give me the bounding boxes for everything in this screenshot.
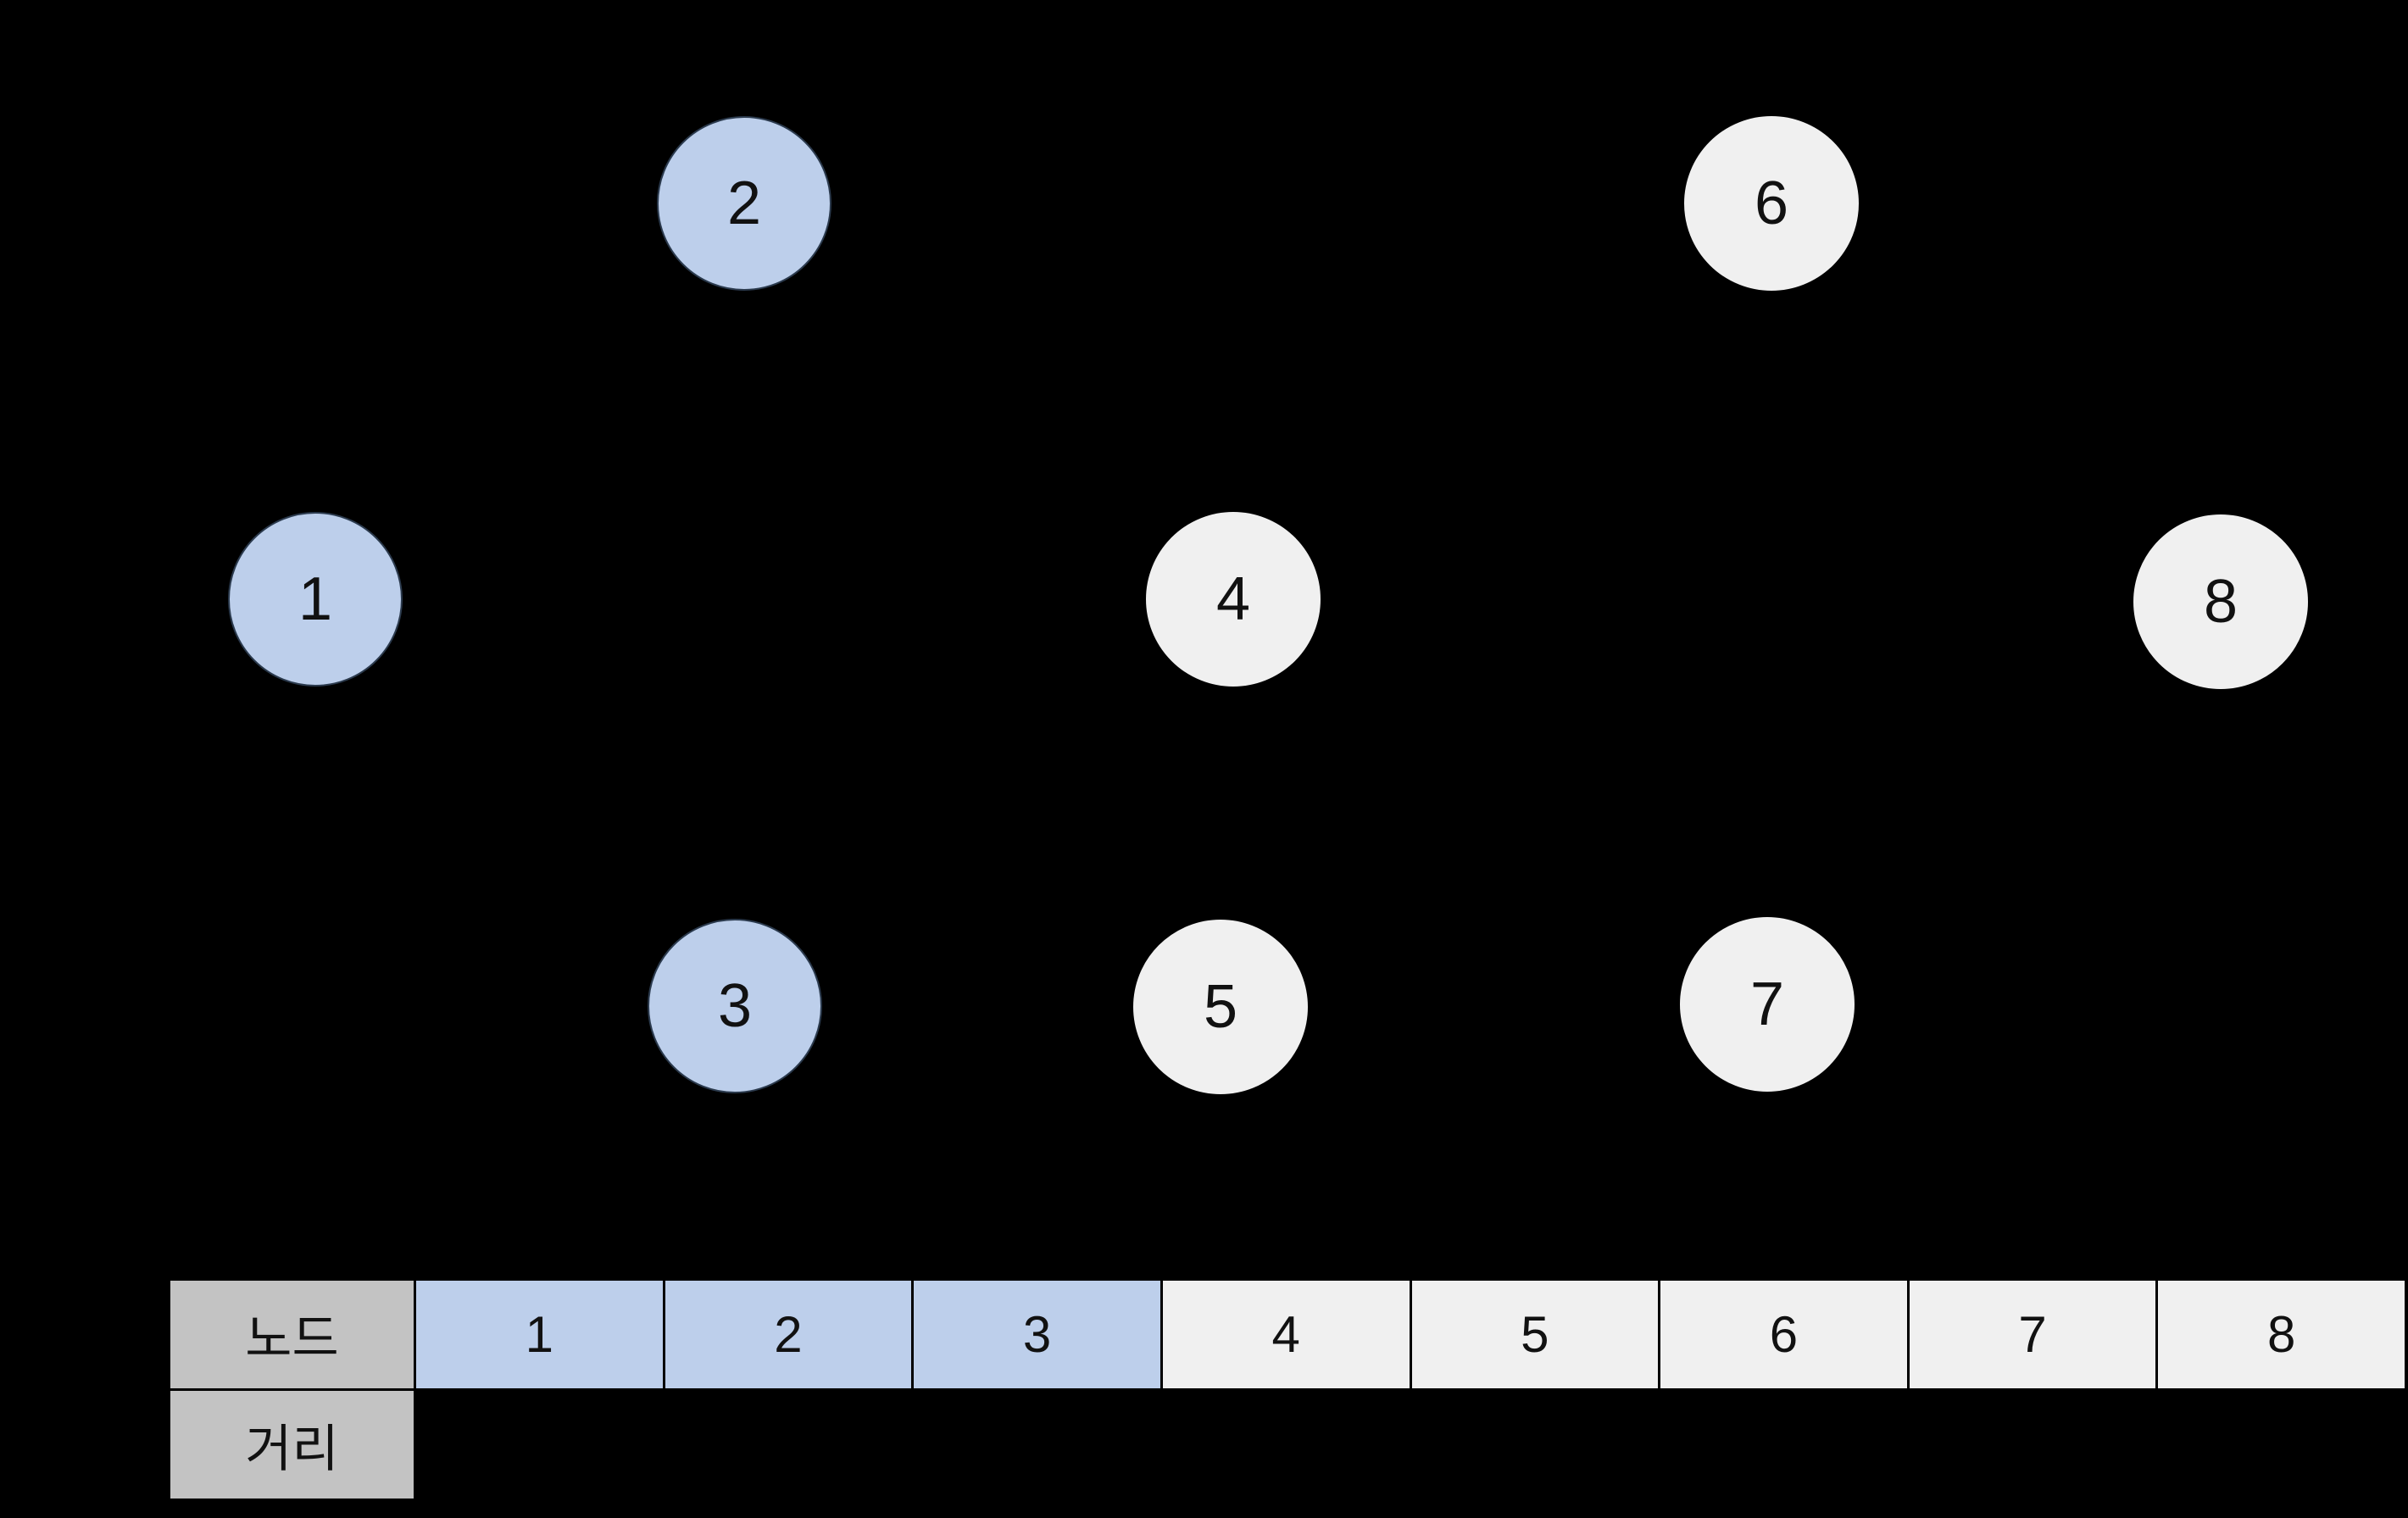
graph-node-4[interactable]: 4 bbox=[1146, 512, 1321, 687]
node-cell-3: 3 bbox=[911, 1278, 1163, 1391]
graph-node-label: 4 bbox=[1215, 565, 1251, 633]
distance-cell-6 bbox=[1658, 1388, 1910, 1501]
node-cell-6: 6 bbox=[1658, 1278, 1910, 1391]
distance-cell-7 bbox=[1906, 1388, 2159, 1501]
graph-node-5[interactable]: 5 bbox=[1133, 920, 1308, 1094]
node-cell-8: 8 bbox=[2155, 1278, 2407, 1391]
distance-cell-4 bbox=[1160, 1388, 1412, 1501]
row-header-distance: 거리 bbox=[168, 1388, 416, 1501]
distance-cell-2 bbox=[662, 1388, 915, 1501]
graph-node-3[interactable]: 3 bbox=[648, 919, 822, 1093]
graph-node-1[interactable]: 1 bbox=[228, 512, 403, 687]
graph-node-label: 2 bbox=[726, 170, 762, 237]
distance-cell-8 bbox=[2155, 1388, 2407, 1501]
graph-node-label: 8 bbox=[2203, 568, 2238, 636]
graph-node-label: 1 bbox=[298, 565, 333, 633]
node-cell-4: 4 bbox=[1160, 1278, 1412, 1391]
graph-node-label: 5 bbox=[1203, 973, 1238, 1041]
distance-cell-3 bbox=[911, 1388, 1163, 1501]
node-cell-7: 7 bbox=[1906, 1278, 2159, 1391]
graph-node-6[interactable]: 6 bbox=[1684, 116, 1859, 291]
graph-node-label: 7 bbox=[1749, 970, 1785, 1038]
table-row-distance: 거리 bbox=[168, 1388, 2407, 1501]
node-cell-1: 1 bbox=[414, 1278, 665, 1391]
graph-node-7[interactable]: 7 bbox=[1680, 917, 1855, 1092]
graph-node-2[interactable]: 2 bbox=[657, 116, 831, 291]
graph-node-label: 3 bbox=[717, 972, 753, 1040]
row-header-node: 노드 bbox=[168, 1278, 416, 1391]
graph-node-8[interactable]: 8 bbox=[2133, 514, 2308, 689]
graph-node-label: 6 bbox=[1754, 170, 1789, 237]
node-cell-2: 2 bbox=[662, 1278, 915, 1391]
distance-cell-1 bbox=[414, 1388, 665, 1501]
node-cell-5: 5 bbox=[1409, 1278, 1661, 1391]
distance-cell-5 bbox=[1409, 1388, 1661, 1501]
